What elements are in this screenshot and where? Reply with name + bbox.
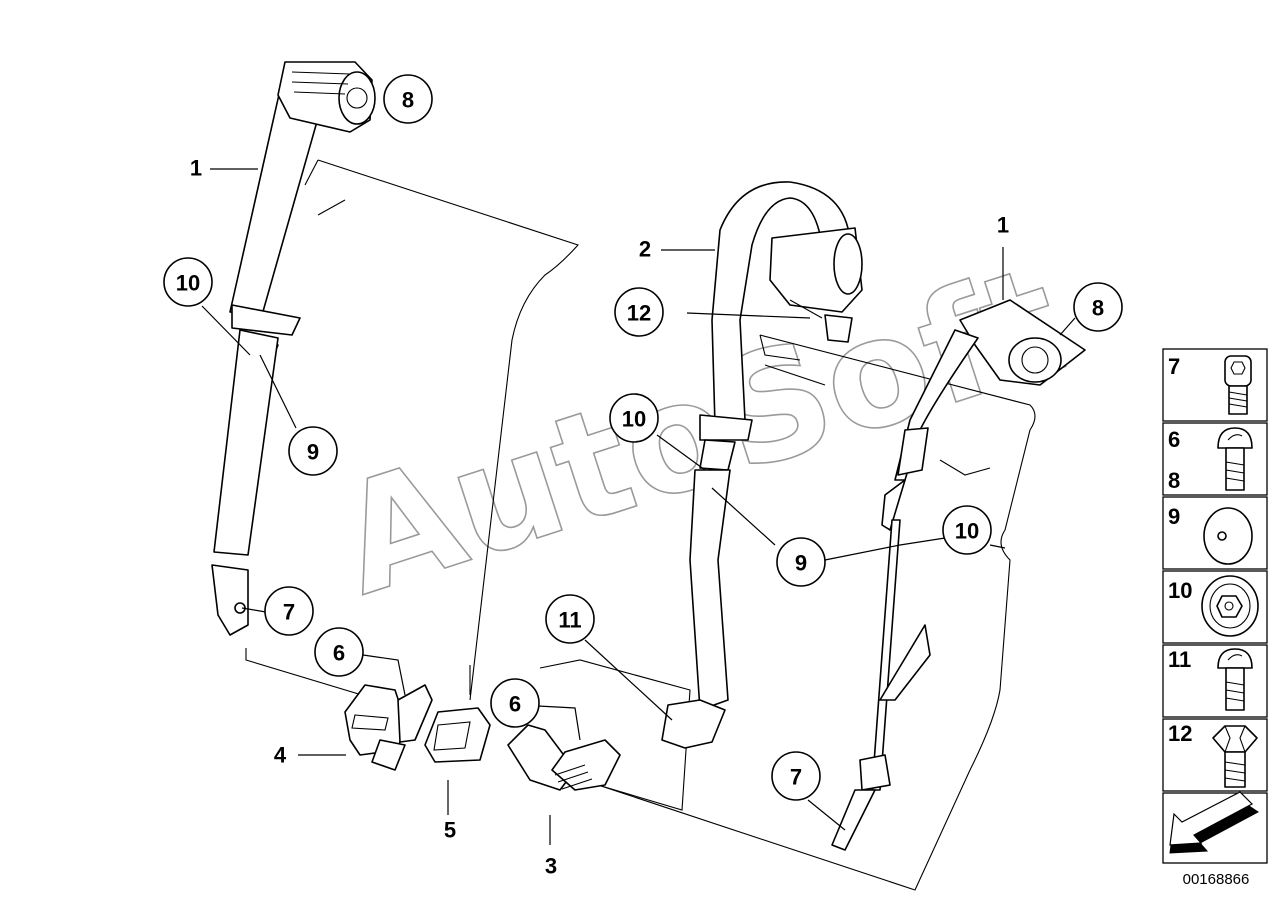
svg-text:9: 9 [795, 551, 807, 576]
document-number: 00168866 [1183, 871, 1250, 888]
callout-10-left: 10 [163, 257, 213, 307]
buckle-part-5 [424, 707, 491, 763]
svg-text:6: 6 [333, 641, 345, 666]
socket-head-bolt-icon [1224, 355, 1252, 415]
legend-label-8: 8 [1168, 468, 1180, 493]
svg-text:10: 10 [176, 271, 200, 296]
direction-arrow-icon [1169, 791, 1259, 854]
svg-text:8: 8 [1092, 296, 1104, 321]
label-4: 4 [274, 743, 287, 768]
label-2: 2 [639, 237, 651, 262]
legend-label-10: 10 [1168, 578, 1192, 603]
svg-text:6: 6 [509, 692, 521, 717]
label-1-left: 1 [190, 156, 202, 181]
middle-seat-belt [661, 181, 863, 749]
svg-text:7: 7 [790, 765, 802, 790]
left-seat-back-outline [245, 159, 579, 706]
callout-7-right: 7 [771, 751, 821, 801]
svg-text:10: 10 [622, 407, 646, 432]
round-head-bolt-icon [1217, 648, 1253, 711]
callout-9-left: 9 [288, 426, 338, 476]
label-1-right: 1 [997, 213, 1009, 238]
label-5: 5 [444, 818, 456, 843]
fastener-legend: 7 6 8 9 10 11 12 [1162, 348, 1268, 864]
callout-7-left: 7 [264, 586, 314, 636]
callout-8-left: 8 [383, 74, 433, 124]
callout-12: 12 [614, 287, 664, 337]
callout-6-mid: 6 [490, 678, 540, 728]
leader-lines [201, 168, 1076, 845]
left-seat-belt [211, 61, 376, 636]
svg-text:10: 10 [955, 519, 979, 544]
legend-label-9: 9 [1168, 504, 1180, 529]
callout-10-right: 10 [942, 505, 992, 555]
svg-text:9: 9 [307, 440, 319, 465]
callout-6-left: 6 [314, 627, 364, 677]
cap-icon [1203, 507, 1253, 565]
hex-bolt-icon [1212, 725, 1258, 788]
washer-nut-icon [1201, 575, 1259, 637]
legend-label-6: 6 [1168, 427, 1180, 452]
callout-10-mid: 10 [609, 393, 659, 443]
svg-text:8: 8 [402, 88, 414, 113]
right-seat-back-outline [539, 334, 1036, 891]
callout-11: 11 [545, 594, 595, 644]
buckle-part-3 [507, 724, 621, 791]
svg-text:11: 11 [558, 608, 581, 633]
buckle-part-4 [344, 684, 433, 771]
callout-9-mid: 9 [776, 537, 826, 587]
legend-label-7: 7 [1168, 354, 1180, 379]
legend-label-12: 12 [1168, 721, 1192, 746]
callout-8-right: 8 [1073, 282, 1123, 332]
label-3: 3 [545, 854, 557, 879]
round-head-bolt-icon [1217, 427, 1253, 491]
right-seat-belt [831, 299, 1086, 851]
legend-label-11: 11 [1168, 647, 1191, 672]
svg-text:7: 7 [283, 600, 295, 625]
svg-text:12: 12 [627, 301, 651, 326]
